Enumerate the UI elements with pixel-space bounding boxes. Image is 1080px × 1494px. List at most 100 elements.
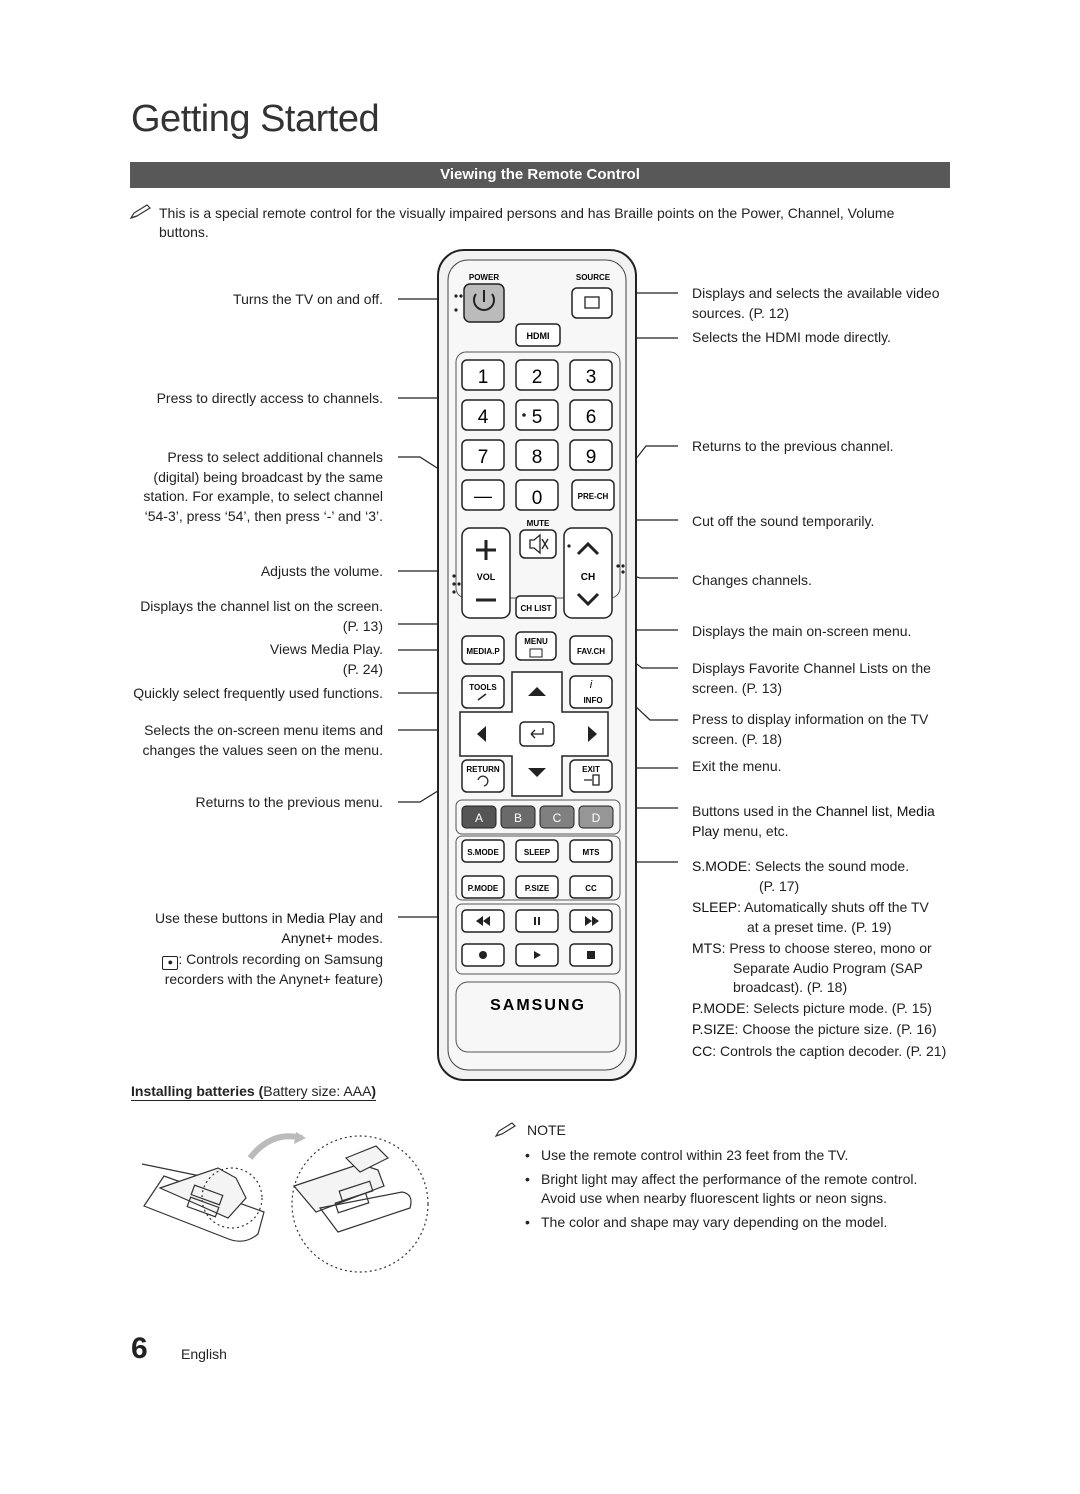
source-key-label: SOURCE xyxy=(576,273,611,282)
return-button[interactable]: RETURN xyxy=(461,759,505,793)
nav-left-icon xyxy=(477,726,486,742)
intro-note: This is a special remote control for the… xyxy=(130,204,920,242)
power-icon xyxy=(473,293,495,311)
hdmi-button[interactable]: HDMI xyxy=(515,323,561,347)
digit-2-button[interactable]: 2 xyxy=(515,359,559,391)
color-key-d-button[interactable]: D xyxy=(578,805,614,829)
psize-button[interactable]: P.SIZE xyxy=(515,875,559,899)
digit-3-button[interactable]: 3 xyxy=(569,359,613,391)
prech-key-label: PRE-CH xyxy=(578,492,609,501)
dash-button[interactable]: — xyxy=(461,479,505,511)
mts-button[interactable]: MTS xyxy=(569,839,613,863)
label-hdmi: Selects the HDMI mode directly. xyxy=(692,329,891,345)
record-button[interactable] xyxy=(461,943,505,967)
label-abcd-key2: Media Play xyxy=(692,803,935,839)
nav-down-icon xyxy=(528,768,546,777)
digit-0-button[interactable]: 0 xyxy=(515,479,559,511)
label-mediap-line2: (P. 24) xyxy=(342,660,383,677)
favch-button[interactable]: FAV.CH xyxy=(569,635,613,665)
label-mts-text: : Press to choose stereo, mono or xyxy=(721,940,932,956)
digit-1-button[interactable]: 1 xyxy=(461,359,505,391)
digit-5-button[interactable]: 5 xyxy=(515,399,559,431)
label-smode-page: (P. 17) xyxy=(759,877,800,894)
label-cc-text: : Controls the caption decoder. (P. 21) xyxy=(712,1043,947,1059)
psize-key-label: P.SIZE xyxy=(525,884,550,893)
fast-forward-button[interactable] xyxy=(569,909,613,933)
pmode-button[interactable]: P.MODE xyxy=(461,875,505,899)
rewind-button[interactable] xyxy=(461,909,505,933)
color-keys: A B C D xyxy=(461,805,614,829)
note-title: NOTE xyxy=(527,1122,566,1138)
battery-title-close: ) xyxy=(371,1083,377,1099)
label-abcd-post: menu, etc. xyxy=(719,822,789,839)
color-key-a-label: A xyxy=(475,811,483,825)
digit-3-label: 3 xyxy=(586,367,597,388)
color-key-c-button[interactable]: C xyxy=(539,805,575,829)
mute-button[interactable] xyxy=(519,529,557,559)
note-item: Bright light may affect the performance … xyxy=(525,1170,935,1208)
channel-down-icon xyxy=(576,592,600,607)
battery-heading: Installing batteries (Battery size: AAA) xyxy=(131,1083,377,1101)
label-record: ●: Controls recording on Samsung recorde… xyxy=(128,950,383,990)
chlist-key-label: CH LIST xyxy=(520,604,551,613)
label-dash-key: Press to select additional channels (dig… xyxy=(143,449,383,524)
label-record-line2: recorders with the Anynet+ feature) xyxy=(164,971,383,987)
label-chlist-line2: (P. 13) xyxy=(342,617,383,634)
samsung-logo: SAMSUNG xyxy=(490,997,586,1014)
hdmi-key-label: HDMI xyxy=(527,331,550,341)
digit-1-label: 1 xyxy=(478,367,489,388)
stop-button[interactable] xyxy=(569,943,613,967)
enter-button[interactable] xyxy=(519,721,555,747)
chlist-button[interactable]: CH LIST xyxy=(515,595,557,619)
label-return: Returns to the previous menu. xyxy=(195,794,383,810)
digit-8-button[interactable]: 8 xyxy=(515,439,559,471)
mediap-button[interactable]: MEDIA.P xyxy=(461,635,505,665)
exit-button[interactable]: EXIT xyxy=(569,759,613,793)
color-key-b-button[interactable]: B xyxy=(500,805,536,829)
digit-4-button[interactable]: 4 xyxy=(461,399,505,431)
label-smode-line1: S.MODE: Selects the sound mode. xyxy=(692,857,962,877)
function-keys: S.MODE SLEEP MTS P.MODE P.SIZE CC xyxy=(461,839,613,899)
label-anynet-key: Anynet+ xyxy=(281,929,334,946)
play-icon xyxy=(534,951,541,959)
label-abcd-pre: Buttons used in the xyxy=(692,803,816,819)
digit-2-label: 2 xyxy=(532,367,543,388)
color-key-b-label: B xyxy=(514,811,522,825)
label-favch: Displays Favorite Channel Lists on the s… xyxy=(692,660,931,696)
note-list: Use the remote control within 23 feet fr… xyxy=(525,1146,935,1237)
digit-6-button[interactable]: 6 xyxy=(569,399,613,431)
volume-rocker[interactable]: VOL xyxy=(461,527,511,619)
label-menu: Displays the main on-screen menu. xyxy=(692,623,912,639)
tools-button[interactable]: TOOLS xyxy=(461,675,505,709)
prech-button[interactable]: PRE-CH xyxy=(571,479,615,511)
favch-key-label: FAV.CH xyxy=(577,647,605,656)
label-exit: Exit the menu. xyxy=(692,758,782,774)
label-cc: CC: Controls the caption decoder. (P. 21… xyxy=(692,1042,967,1062)
label-color-keys: Buttons used in the Channel list, Media … xyxy=(692,802,942,841)
channel-rocker[interactable]: CH xyxy=(563,527,613,619)
label-sleep-key: SLEEP xyxy=(692,899,738,915)
label-pmode-text: : Selects picture mode. (P. 15) xyxy=(745,1000,932,1016)
menu-button[interactable]: MENU xyxy=(515,631,557,661)
cc-button[interactable]: CC xyxy=(569,875,613,899)
battery-illustration xyxy=(141,1132,429,1273)
source-button[interactable] xyxy=(571,287,613,319)
digit-9-label: 9 xyxy=(586,447,597,468)
digit-7-button[interactable]: 7 xyxy=(461,439,505,471)
digit-9-button[interactable]: 9 xyxy=(569,439,613,471)
info-button[interactable]: i INFO xyxy=(569,675,613,709)
label-smode: S.MODE: Selects the sound mode. (P. 17) xyxy=(692,857,962,896)
play-button[interactable] xyxy=(515,943,559,967)
note-heading: NOTE xyxy=(495,1122,566,1138)
color-key-d-label: D xyxy=(592,811,601,825)
enter-icon xyxy=(530,728,544,739)
pause-button[interactable] xyxy=(515,909,559,933)
label-media-line1: Use these buttons in Media Play and xyxy=(128,909,383,929)
pencil-note-icon xyxy=(495,1122,516,1137)
smode-button[interactable]: S.MODE xyxy=(461,839,505,863)
label-mts: MTS: Press to choose stereo, mono or Sep… xyxy=(692,939,962,998)
power-button[interactable] xyxy=(463,283,505,323)
sleep-button[interactable]: SLEEP xyxy=(515,839,559,863)
color-key-a-button[interactable]: A xyxy=(461,805,497,829)
mts-key-label: MTS xyxy=(583,848,601,857)
